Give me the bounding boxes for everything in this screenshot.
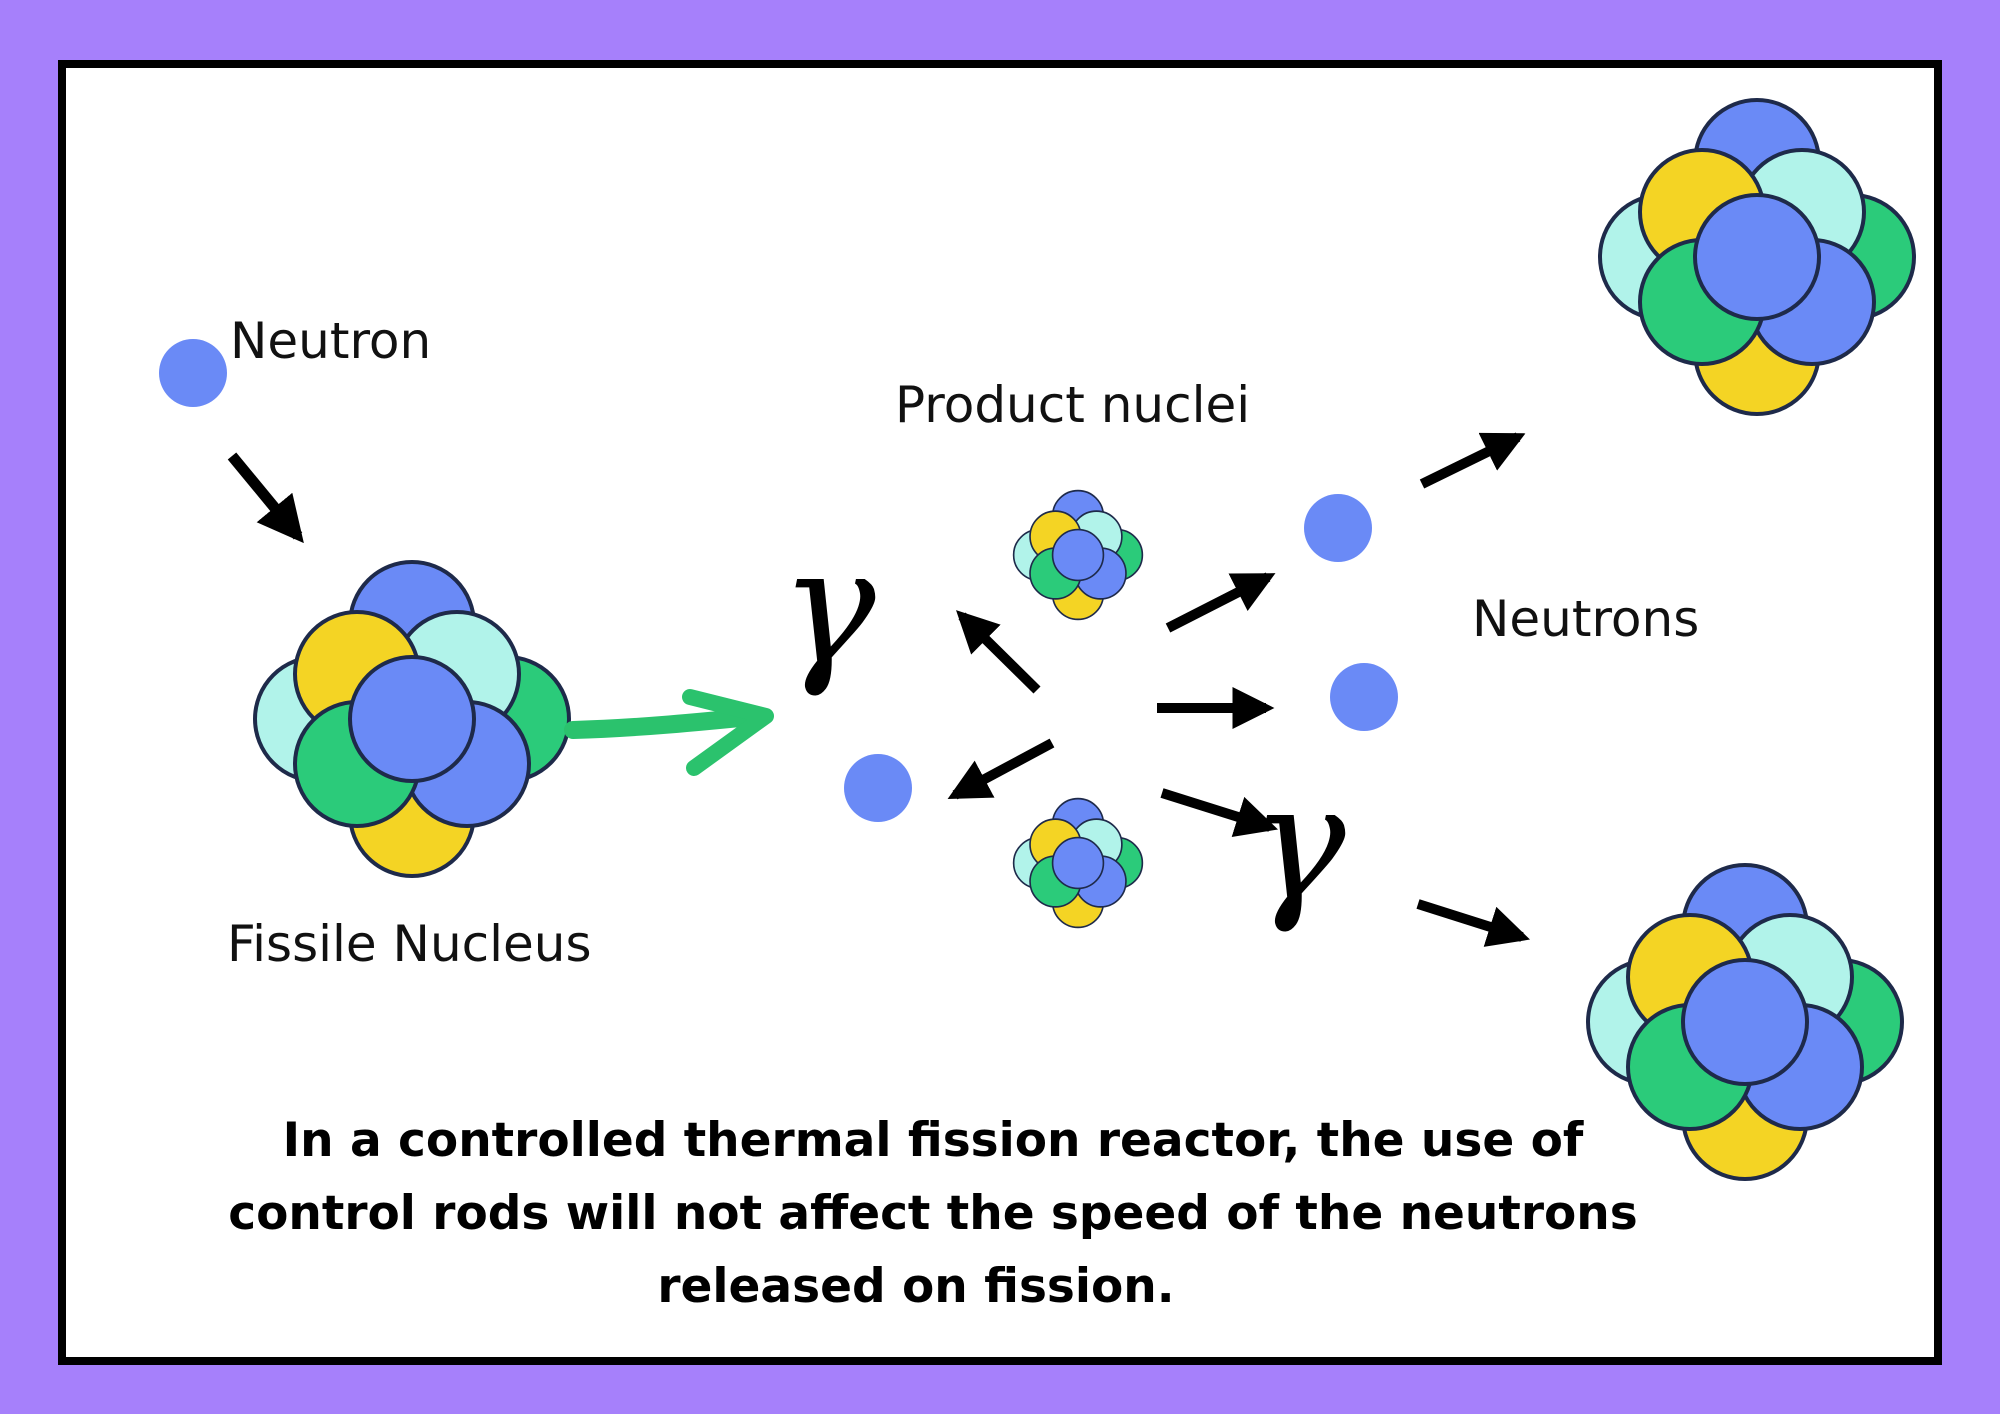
fissile-nucleus-label: Fissile Nucleus (227, 915, 592, 973)
caption-line-1: In a controlled thermal fission reactor,… (283, 1113, 1584, 1168)
incoming-neutron-icon (159, 339, 227, 407)
caption-line-3: released on fission. (657, 1259, 1174, 1314)
arrow-to-gamma-top-icon (956, 610, 1041, 694)
released-neutron-middle-icon (1330, 663, 1398, 731)
caption-line-2: control rods will not affect the speed o… (228, 1186, 1638, 1241)
emission-arrows (947, 432, 1531, 947)
fission-arrow-icon (564, 689, 774, 776)
released-neutron-left-icon (844, 754, 912, 822)
gamma-top-icon: γ (780, 513, 876, 700)
gamma-bottom-icon: γ (1250, 749, 1346, 936)
arrow-to-nucleus-top-icon (1419, 432, 1526, 489)
neutron-label: Neutron (230, 312, 431, 370)
released-neutron-upper-icon (1304, 494, 1372, 562)
arrow-to-neutron-left-icon (947, 738, 1055, 800)
arrow-to-nucleus-bottom-icon (1416, 899, 1531, 947)
product-nuclei-label: Product nuclei (895, 376, 1250, 434)
neutrons-label: Neutrons (1472, 590, 1699, 648)
arrow-to-neutron-upper-icon (1165, 572, 1276, 633)
arrow-to-gamma-bottom-icon (1160, 788, 1279, 837)
neutron-to-nucleus-arrow-icon (227, 452, 304, 544)
